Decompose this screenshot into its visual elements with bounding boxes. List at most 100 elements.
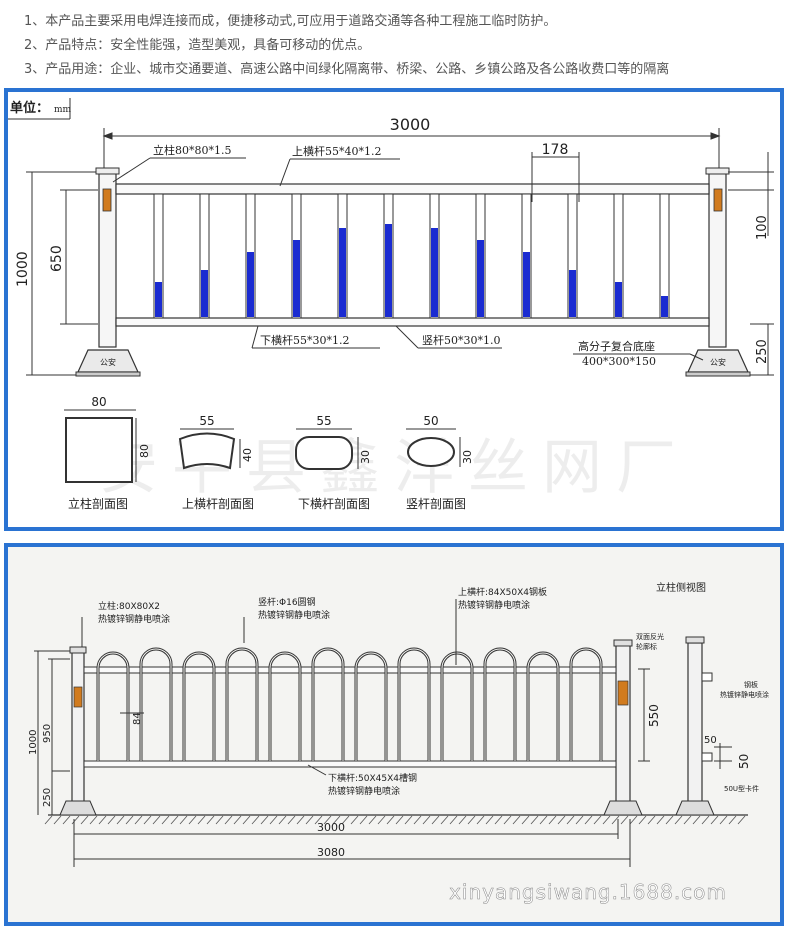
dim-picket-spacing: [531, 152, 580, 202]
section-bottom-rail-w: 55: [316, 414, 331, 428]
label-picket-spec: 竖杆:Φ16圆钢: [258, 596, 316, 608]
callout-lines: [112, 157, 704, 361]
top-rail: [115, 183, 710, 195]
arched-picket: [311, 647, 345, 761]
arched-picket-highlight: [441, 652, 473, 761]
dim-picket-spacing-label: 178: [542, 142, 569, 158]
hatch-line: [377, 815, 386, 825]
label-post-finish: 热镀锌钢静电喷涂: [98, 613, 170, 625]
hatch-line: [206, 815, 215, 825]
arched-picket-highlight: [183, 652, 215, 761]
hatch-line: [350, 815, 359, 825]
hatch-line: [485, 815, 494, 825]
hatch-line: [287, 815, 296, 825]
hatch-line: [278, 815, 287, 825]
arched-picket: [397, 647, 431, 761]
hatch-line: [116, 815, 125, 825]
dim-base-height-label: 250: [755, 339, 770, 364]
dim-clamp-b: 50: [737, 754, 751, 769]
intro-text-block: 1、本产品主要采用电焊连接而成，便捷移动式,可应用于道路交通等各种工程施工临时防…: [0, 0, 790, 80]
hatch-line: [170, 815, 179, 825]
hatch-line: [341, 815, 350, 825]
hatch-line: [530, 815, 539, 825]
section-post-w: 80: [91, 395, 106, 409]
picket: [567, 193, 578, 319]
hatch-line: [665, 815, 674, 825]
label-top-rail: 上横杆55*40*1.2: [292, 144, 382, 158]
reflector-icon: [713, 188, 723, 212]
hatch-line: [251, 815, 260, 825]
label-post: 立柱80*80*1.5: [153, 143, 232, 157]
right-post: [705, 167, 730, 348]
picket-fill: [569, 270, 576, 317]
hatch-line: [242, 815, 251, 825]
bottom-rail-2: [83, 760, 617, 768]
hatch-line: [584, 815, 593, 825]
hatch-line: [134, 815, 143, 825]
hatch-line: [656, 815, 665, 825]
dim-height-left: [26, 171, 98, 376]
hatch-line: [53, 815, 62, 825]
dim-height-label: 1000: [15, 251, 31, 287]
arched-picket-highlight: [527, 652, 559, 761]
hatch-line: [683, 815, 692, 825]
arched-picket-highlight: [355, 652, 387, 761]
hatch-line: [197, 815, 206, 825]
intro-line-1: 1、本产品主要采用电焊连接而成，便捷移动式,可应用于道路交通等各种工程施工临时防…: [24, 14, 557, 29]
hatch-line: [620, 815, 629, 825]
hatch-line: [494, 815, 503, 825]
section-bottom-rail-name: 下横杆剖面图: [298, 497, 370, 511]
dim-gap: 84: [132, 712, 143, 725]
section-top-rail-h: 40: [241, 448, 254, 462]
hatch-line: [512, 815, 521, 825]
dims-2: [34, 650, 732, 867]
section-picket: [406, 428, 461, 467]
hatch-line: [368, 815, 377, 825]
label-base-size: 400*300*150: [582, 355, 656, 368]
hatch-line: [566, 815, 575, 825]
hatch-line: [701, 815, 710, 825]
dim-inner-height-label: 650: [49, 245, 65, 272]
hatch-line: [71, 815, 80, 825]
dim-right: [728, 152, 774, 376]
picket-fill: [477, 240, 484, 317]
hatch-line: [323, 815, 332, 825]
picket: [199, 193, 210, 319]
label-reflector-2: 轮廓标: [636, 642, 657, 651]
hatch-line: [215, 815, 224, 825]
fence-drawing-2: 立柱侧视图: [28, 581, 769, 904]
arched-picket: [139, 647, 173, 761]
pickets-group: [153, 193, 670, 319]
hatch-line: [647, 815, 656, 825]
hatch-line: [638, 815, 647, 825]
dim-height-post: 950: [42, 724, 53, 743]
dim-base: 250: [42, 788, 53, 807]
intro-line-2: 2、产品特点：安全性能强，造型美观，具备可移动的优点。: [24, 38, 371, 53]
hatch-line: [728, 815, 737, 825]
hatch-line: [152, 815, 161, 825]
top-rail-2: [83, 666, 617, 674]
hatch-line: [305, 815, 314, 825]
arched-picket-highlight: [398, 648, 430, 761]
hatch-line: [179, 815, 188, 825]
arched-picket: [569, 647, 603, 761]
label-picket-finish: 热镀锌钢静电喷涂: [258, 609, 330, 621]
dim-span-outer: 3080: [317, 846, 345, 859]
hatch-line: [161, 815, 170, 825]
left-base: [75, 349, 141, 377]
side-view-post: [675, 636, 715, 816]
label-clamp: 50U型卡件: [724, 784, 759, 793]
watermark-url: xinyangsiwang.1688.com: [449, 880, 727, 904]
label-bottom-rail-spec: 下横杆:50X45X4槽钢: [328, 772, 417, 784]
hatch-line: [269, 815, 278, 825]
hatch-line: [449, 815, 458, 825]
hatch-line: [332, 815, 341, 825]
picket: [613, 193, 624, 319]
hatch-line: [314, 815, 323, 825]
intro-line-3: 3、产品用途：企业、城市交通要道、高速公路中间绿化隔离带、桥梁、公路、乡镇公路及…: [24, 62, 670, 77]
section-post-name: 立柱剖面图: [68, 496, 128, 511]
reflector-icon: [617, 680, 629, 706]
hatch-line: [548, 815, 557, 825]
hatch-line: [458, 815, 467, 825]
right-base: [685, 349, 751, 377]
